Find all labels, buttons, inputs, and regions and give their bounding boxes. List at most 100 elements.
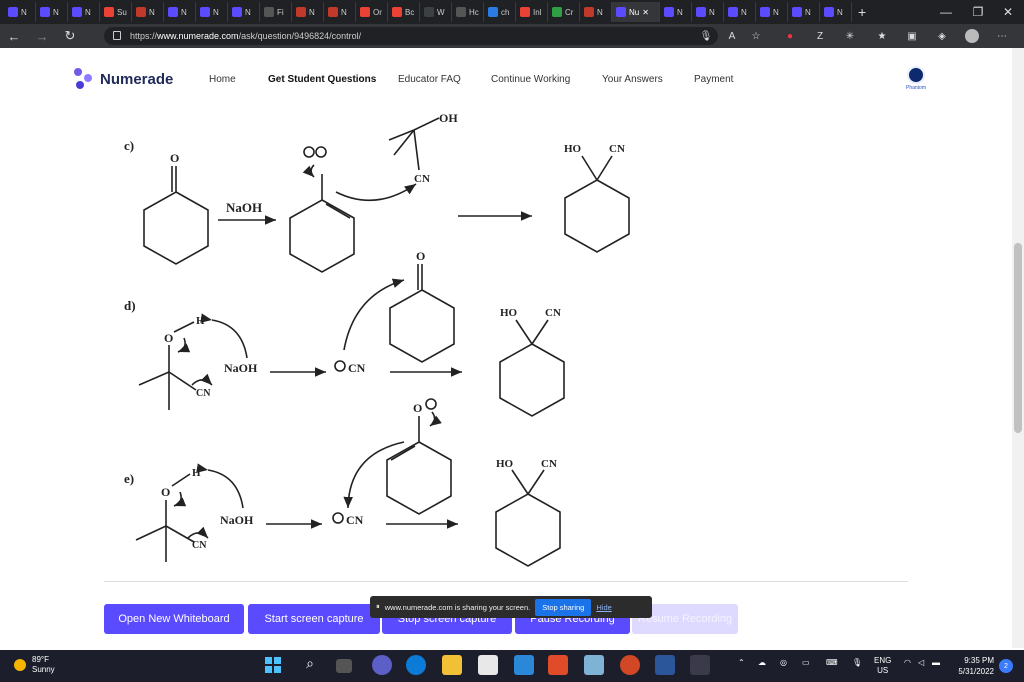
nav-educator-faq[interactable]: Educator FAQ bbox=[398, 74, 461, 85]
read-aloud-icon[interactable]: A bbox=[728, 30, 736, 42]
profile-avatar-icon[interactable] bbox=[964, 28, 980, 44]
favorite-star-icon[interactable]: ☆ bbox=[751, 30, 761, 42]
part-label-d: d) bbox=[124, 298, 136, 313]
microphone-tray-icon[interactable]: 🎙 bbox=[852, 658, 863, 667]
browser-tab[interactable]: N bbox=[68, 2, 100, 22]
tab-favicon-icon bbox=[760, 7, 770, 17]
browser-tab[interactable]: N bbox=[132, 2, 164, 22]
zoom-app-icon[interactable] bbox=[514, 655, 534, 675]
browser-tab[interactable]: N bbox=[292, 2, 324, 22]
url-path: /ask/question/9496824/control/ bbox=[238, 31, 362, 41]
start-windows-icon[interactable] bbox=[263, 655, 283, 675]
wifi-icon[interactable]: ◠ bbox=[904, 658, 911, 667]
hide-sharing-bar-link[interactable]: Hide bbox=[596, 602, 612, 612]
start-screen-capture-button[interactable]: Start screen capture bbox=[248, 604, 380, 634]
atom-o: O bbox=[416, 249, 425, 263]
browser-tab[interactable]: N bbox=[756, 2, 788, 22]
microphone-icon[interactable]: 🎙 bbox=[699, 30, 713, 42]
close-icon[interactable]: ✕ bbox=[1002, 5, 1014, 19]
store-icon[interactable] bbox=[478, 655, 498, 675]
back-button[interactable]: ← bbox=[7, 28, 21, 44]
battery-icon[interactable]: ▬ bbox=[932, 658, 940, 667]
pause-bars-icon: ⏸ bbox=[376, 602, 380, 611]
browser-tab[interactable]: Cr bbox=[548, 2, 580, 22]
display-icon[interactable]: ▭ bbox=[802, 658, 810, 667]
browser-tab[interactable]: N bbox=[324, 2, 356, 22]
file-explorer-icon[interactable] bbox=[442, 655, 462, 675]
group-ho: HO bbox=[500, 307, 518, 319]
phantom-extension[interactable]: Phantom bbox=[904, 66, 928, 91]
browser-tab[interactable]: W bbox=[420, 2, 452, 22]
new-tab-button[interactable]: + bbox=[858, 4, 867, 20]
snipping-tool-icon[interactable] bbox=[584, 655, 604, 675]
keyboard-icon[interactable]: ⌨ bbox=[826, 658, 838, 667]
browser-tab[interactable]: ch bbox=[484, 2, 516, 22]
reagent-naoh-e: NaOH bbox=[220, 513, 254, 527]
onedrive-icon[interactable]: ☁ bbox=[758, 658, 766, 667]
browser-tab[interactable]: N bbox=[660, 2, 692, 22]
extension-red-icon[interactable]: ● bbox=[786, 30, 794, 42]
tab-favicon-icon bbox=[520, 7, 530, 17]
weather-widget[interactable]: 89°F Sunny bbox=[14, 655, 55, 675]
url-field[interactable]: https://www.numerade.com/ask/question/94… bbox=[104, 27, 718, 45]
browser-tab[interactable]: Or bbox=[356, 2, 388, 22]
browser-tab[interactable]: N bbox=[164, 2, 196, 22]
browser-tab[interactable]: N bbox=[724, 2, 756, 22]
powerpoint-icon[interactable] bbox=[620, 655, 640, 675]
task-view-icon[interactable] bbox=[336, 659, 352, 673]
browser-tab[interactable]: N bbox=[196, 2, 228, 22]
forward-button[interactable]: → bbox=[35, 28, 49, 44]
browser-tab[interactable]: N bbox=[820, 2, 852, 22]
tab-title: N bbox=[597, 7, 603, 17]
browser-tab[interactable]: Nu✕ bbox=[612, 2, 660, 22]
browser-tab[interactable]: Hc bbox=[452, 2, 484, 22]
tab-title: N bbox=[213, 7, 219, 17]
network-app-icon[interactable]: ◎ bbox=[780, 658, 787, 667]
tab-favicon-icon bbox=[456, 7, 466, 17]
maximize-icon[interactable]: ❐ bbox=[972, 5, 984, 19]
stop-sharing-button[interactable]: Stop sharing bbox=[535, 598, 592, 616]
search-icon[interactable]: ⌕ bbox=[306, 655, 314, 671]
browser-tab[interactable]: Inl bbox=[516, 2, 548, 22]
word-icon[interactable] bbox=[655, 655, 675, 675]
office-icon[interactable] bbox=[548, 655, 568, 675]
browser-tab[interactable]: N bbox=[228, 2, 260, 22]
nav-home[interactable]: Home bbox=[209, 74, 236, 85]
edge-icon[interactable] bbox=[406, 655, 426, 675]
nav-payment[interactable]: Payment bbox=[694, 74, 734, 85]
notification-badge[interactable]: 2 bbox=[999, 659, 1013, 673]
extension-z-icon[interactable]: Z bbox=[816, 30, 824, 42]
nav-get-student-questions[interactable]: Get Student Questions bbox=[268, 74, 377, 85]
more-menu-icon[interactable]: ⋯ bbox=[997, 30, 1007, 42]
browser-tab[interactable]: Fi bbox=[260, 2, 292, 22]
browser-tab[interactable]: Su bbox=[100, 2, 132, 22]
extension-puzzle-icon[interactable]: ✳ bbox=[845, 30, 855, 42]
collections-icon[interactable]: ▣ bbox=[907, 30, 917, 42]
browser-tab[interactable]: N bbox=[4, 2, 36, 22]
clock-date: 5/31/2022 bbox=[958, 667, 994, 676]
chat-icon[interactable] bbox=[372, 655, 392, 675]
reload-button[interactable]: ↻ bbox=[64, 28, 76, 43]
nav-your-answers[interactable]: Your Answers bbox=[602, 74, 663, 85]
browser-tab[interactable]: Bc bbox=[388, 2, 420, 22]
extension-shield-icon[interactable]: ◈ bbox=[938, 30, 946, 42]
language-indicator[interactable]: ENG US bbox=[874, 656, 891, 676]
scrollbar-thumb[interactable] bbox=[1014, 243, 1022, 433]
browser-tab[interactable]: N bbox=[580, 2, 612, 22]
pen-app-icon[interactable] bbox=[690, 655, 710, 675]
favorites-icon[interactable]: ★ bbox=[877, 30, 887, 42]
close-tab-icon[interactable]: ✕ bbox=[642, 7, 649, 17]
volume-icon[interactable]: ◁ bbox=[918, 658, 925, 667]
open-new-whiteboard-button[interactable]: Open New Whiteboard bbox=[104, 604, 244, 634]
url-host: www.numerade.com bbox=[157, 31, 239, 41]
show-hidden-icons-chevron-icon[interactable]: ⌃ bbox=[738, 658, 745, 667]
tab-title: N bbox=[341, 7, 347, 17]
minimize-icon[interactable]: — bbox=[940, 5, 952, 19]
browser-tab[interactable]: N bbox=[36, 2, 68, 22]
browser-tab[interactable]: N bbox=[692, 2, 724, 22]
browser-tab[interactable]: N bbox=[788, 2, 820, 22]
whiteboard-canvas[interactable]: c) O NaOH OH CN HO CN d) O H NaOH CN CN bbox=[104, 110, 908, 572]
numerade-logo[interactable]: Numerade bbox=[74, 68, 173, 90]
nav-continue-working[interactable]: Continue Working bbox=[491, 74, 571, 85]
system-clock[interactable]: 9:35 PM 5/31/2022 bbox=[950, 655, 994, 677]
